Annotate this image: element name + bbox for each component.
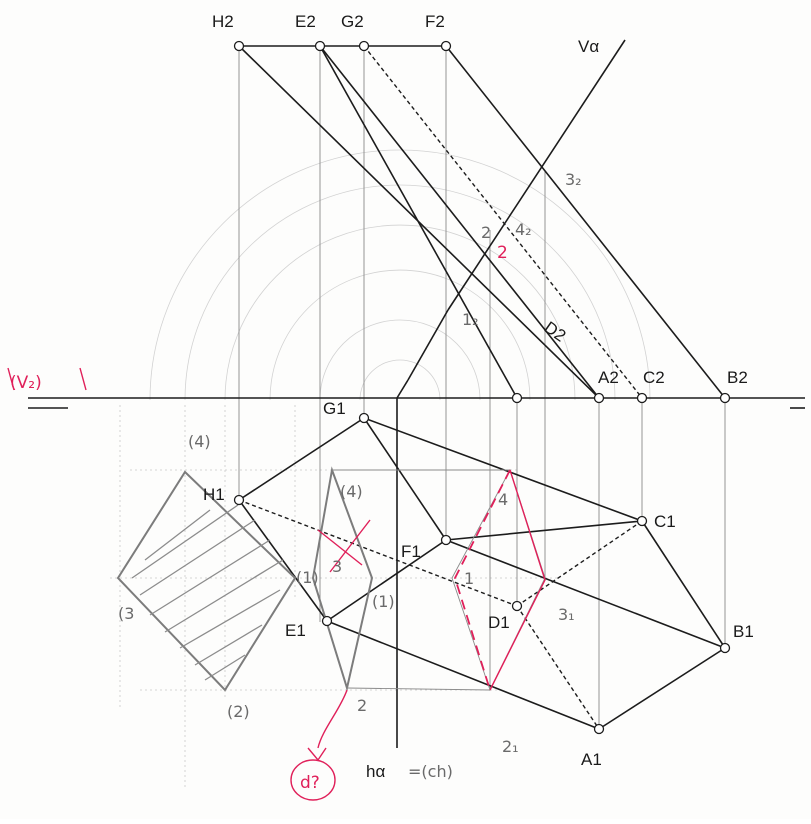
label-G2: G2 [341,12,364,31]
label-lam-4: (4) [340,482,363,501]
label-1-1: 1 [464,569,474,588]
label-h-alpha-note: =(ch) [408,762,453,781]
plane-alpha [396,39,626,748]
label-lam-1: (1) [372,592,395,611]
label-3-1: 3₁ [558,605,575,624]
label-G1: G1 [323,399,346,418]
label-rot-2: (2) [227,702,250,721]
label-question: d? [300,773,320,793]
label-C1: C1 [654,512,676,531]
label-F1: F1 [401,542,421,561]
section-top-view [311,466,546,692]
label-E2: E2 [295,12,316,31]
label-2-2-sub: 2 [497,243,508,263]
label-3-2: 3₂ [565,170,582,189]
recall-lines [238,46,726,729]
label-4-2: 4₂ [515,220,532,239]
top-view-prism [238,417,726,730]
front-view-prism [238,45,726,399]
annotations: (V₂) 3₂ 4₂ 2 2 1₂ 3₁ 2₁ 4 1 (4) 3 (1) 2 … [10,170,582,793]
label-B1: B1 [733,622,754,641]
label-axis: (V₂) [10,373,42,393]
pen-markings [7,367,546,801]
label-A2: A2 [598,368,619,387]
label-E1: E1 [285,621,306,640]
label-D1: D1 [488,613,510,632]
label-C2: C2 [643,368,665,387]
label-rot-1: (1) [296,568,319,587]
label-B2: B2 [727,368,748,387]
label-4-1: 4 [498,490,508,509]
label-rot-3: (3 [118,604,134,623]
label-2-2: 2 [481,223,491,242]
label-rot-4: (4) [188,432,211,451]
label-lam-3: 3 [332,557,342,576]
label-2-1: 2₁ [502,737,519,756]
label-h-alpha: hα [366,762,385,781]
label-v-alpha: Vα [578,37,599,56]
label-lam-2: 2 [357,696,367,715]
true-size-section [116,470,297,692]
vertex-markers [233,40,731,735]
label-F2: F2 [425,12,445,31]
label-A1: A1 [581,750,602,769]
label-1-2: 1₂ [462,310,479,329]
ground-line [28,397,805,409]
label-H2: H2 [212,12,234,31]
label-H1: H1 [203,485,225,504]
vertex-labels: H2 E2 G2 F2 A2 C2 B2 D2 G1 H1 C1 F1 E1 D… [203,12,754,781]
